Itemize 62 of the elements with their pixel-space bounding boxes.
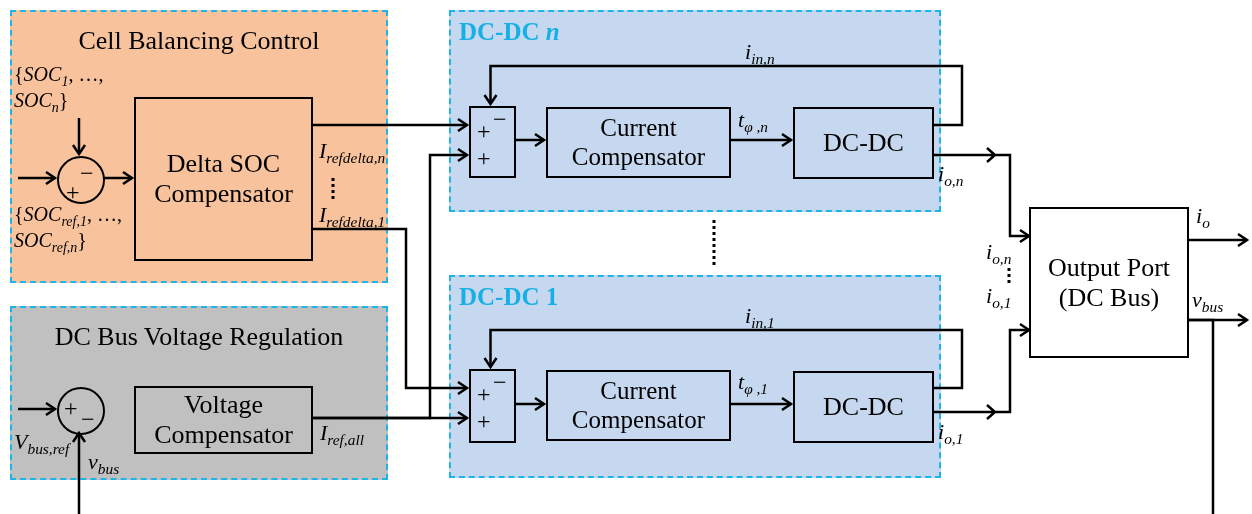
signal-label: i$_{o,n}$ [986, 240, 1012, 268]
arrow [729, 396, 793, 412]
edge-label: I$_{refdelta,n}$ [319, 139, 386, 167]
edge-label: v$_{bus}$ [1192, 288, 1224, 316]
panel-title: DC-DC 1 [459, 283, 559, 311]
edge-label: i$_{o,1}$ [938, 420, 964, 448]
arrow [483, 64, 964, 127]
signal-label: i$_{o,1}$ [986, 284, 1012, 312]
panel-title: DC Bus Voltage Regulation [53, 322, 345, 352]
edge-label: I$_{ref,all}$ [320, 421, 364, 449]
panel-title: DC-DC n [459, 18, 560, 46]
edge-label: i$_{o}$ [1196, 204, 1210, 232]
arrow [18, 170, 57, 186]
block-box: DC-DC [793, 107, 934, 179]
edge-label: I$_{refdelta,1}$ [319, 203, 386, 231]
arrow [311, 227, 469, 396]
summing-block [469, 106, 516, 178]
block-box: Output Port (DC Bus) [1029, 207, 1189, 358]
arrow [311, 147, 469, 420]
sign-symbol: − [493, 107, 507, 131]
summing-block [469, 369, 516, 443]
edge-label: {SOC$_{1}$, …, SOC$_{n}$} [14, 64, 105, 116]
sign-symbol: + [477, 409, 491, 433]
block-box: Current Compensator [546, 370, 731, 441]
block-box: Current Compensator [546, 107, 731, 178]
subsystem-panel [449, 275, 941, 478]
sign-symbol: + [66, 180, 80, 204]
arrow [514, 132, 546, 148]
arrow [483, 328, 964, 390]
arrow [18, 401, 57, 417]
arrow [514, 396, 546, 412]
edge-label: t$_{φ ,n}$ [738, 108, 769, 136]
subsystem-panel [10, 10, 388, 283]
block-box: Voltage Compensator [134, 386, 313, 454]
edge-label: i$_{in,1}$ [745, 304, 775, 332]
arrow [729, 132, 793, 148]
sign-symbol: − [493, 370, 507, 394]
subsystem-panel [10, 306, 388, 480]
sign-symbol: − [80, 161, 94, 185]
arrow [71, 118, 87, 156]
sign-symbol: + [477, 119, 491, 143]
summing-junction [57, 156, 105, 204]
arrow [311, 117, 469, 133]
sign-symbol: − [81, 407, 95, 431]
connector-line [1189, 318, 1215, 514]
block-box: DC-DC [793, 371, 934, 443]
block-box: Delta SOC Compensator [134, 97, 313, 261]
edge-label: V$_{bus,ref}$ [14, 430, 70, 458]
subsystem-panel [449, 10, 941, 212]
edge-label: i$_{o,n}$ [938, 162, 964, 190]
summing-junction [57, 387, 105, 435]
arrow [1189, 232, 1249, 248]
edge-label: {SOC$_{ref,1}$, …, SOC$_{ref,n}$} [14, 204, 123, 256]
panel-title: Cell Balancing Control [77, 26, 321, 56]
edge-label: i$_{in,n}$ [745, 40, 775, 68]
arrow [103, 170, 134, 186]
edge-label: t$_{φ ,1}$ [738, 370, 769, 398]
sign-symbol: + [64, 396, 78, 420]
edge-label: v$_{bus}$ [88, 450, 120, 478]
arrow [71, 431, 87, 514]
sign-symbol: + [477, 146, 491, 170]
sign-symbol: + [477, 382, 491, 406]
